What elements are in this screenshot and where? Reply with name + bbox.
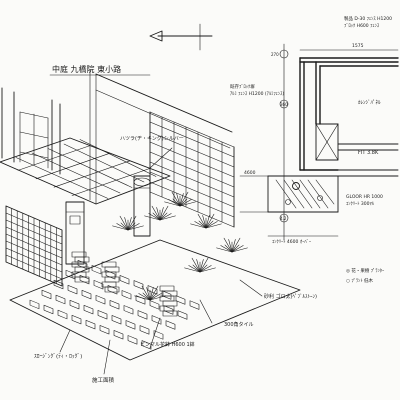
plan-right-note-3: GLOOR HR 1000 <box>346 194 383 200</box>
plan-left-dim: 270 <box>271 52 279 57</box>
plan-right-note-1: ｶﾚﾝｼﾞﾊﾟﾈﾙ <box>358 99 381 106</box>
plan-top-dim: 1575 <box>352 43 364 49</box>
label-gravel: 砂利 ゴロ太(ﾍﾟﾌﾞﾙｽﾄｰﾝ) <box>264 293 317 300</box>
porch-floor <box>0 137 171 205</box>
label-plants: ハツラ(ヂ・キング)シルバー <box>120 135 184 142</box>
label-paving-bottom: 施工面積 <box>92 376 115 384</box>
brick-planters <box>71 251 178 317</box>
garden-plants <box>112 191 248 301</box>
plan-left-mark: 360 <box>280 102 288 107</box>
drawing-title: 中庭 九橋院 東小路 <box>52 64 121 74</box>
plan-annotations: 製品 D-30 ﾌｪﾝｽ H1200 ﾌﾞﾛｯｸ H600 ﾌｪﾝｽ 1575 … <box>230 15 392 284</box>
plan-dim-b: 4.2 <box>280 216 287 221</box>
plan-dim-a: 4600 <box>244 170 256 176</box>
label-paving-left: ｽﾛｰｼﾞﾝｸﾞ(ﾃｨ・ﾛｯｸﾞ) <box>34 353 82 360</box>
plan-mid-note-2: ｱﾙﾐ ﾌｪﾝｽ H1200 (ｱﾙﾐﾌｪﾝｽ) <box>230 91 284 97</box>
label-pot: ピンマル花鉢 H600 1鉢 <box>140 341 195 348</box>
site-plan <box>239 43 399 241</box>
plan-top-note-2: ﾌﾞﾛｯｸ H600 ﾌｪﾝｽ <box>344 22 380 29</box>
paving-ground <box>9 239 301 361</box>
plan-bottom-note: ｺﾝｸﾘｰﾄ 4600 ｵｰﾊﾞｰ <box>272 238 312 245</box>
plan-top-note: 製品 D-30 ﾌｪﾝｽ H1200 <box>344 15 392 22</box>
gate-posts <box>65 175 151 265</box>
plan-right-note-4: ｺﾝｸﾘｰﾄ 300ﾏﾙ <box>346 201 375 207</box>
plan-legend-2: ○ ﾌﾟﾗﾝﾄ 低木 <box>346 277 374 284</box>
plan-right-note-2: FIT 3.8K <box>358 150 379 156</box>
plan-legend-1: ◎ 花・果樹 ﾌﾟﾗﾝﾀｰ <box>346 267 385 274</box>
perspective-annotations: ハツラ(ヂ・キング)シルバー ｽﾛｰｼﾞﾝｸﾞ(ﾃｨ・ﾛｯｸﾞ) 施工面積 ピン… <box>34 135 317 384</box>
lattice-fence <box>5 205 63 287</box>
label-tile: 300角タイル <box>224 321 254 328</box>
plan-mid-note-1: 既存ﾌﾞﾛｯｸ塀 <box>230 83 255 90</box>
north-arrow-icon <box>149 23 213 51</box>
house-wall <box>1 69 233 205</box>
